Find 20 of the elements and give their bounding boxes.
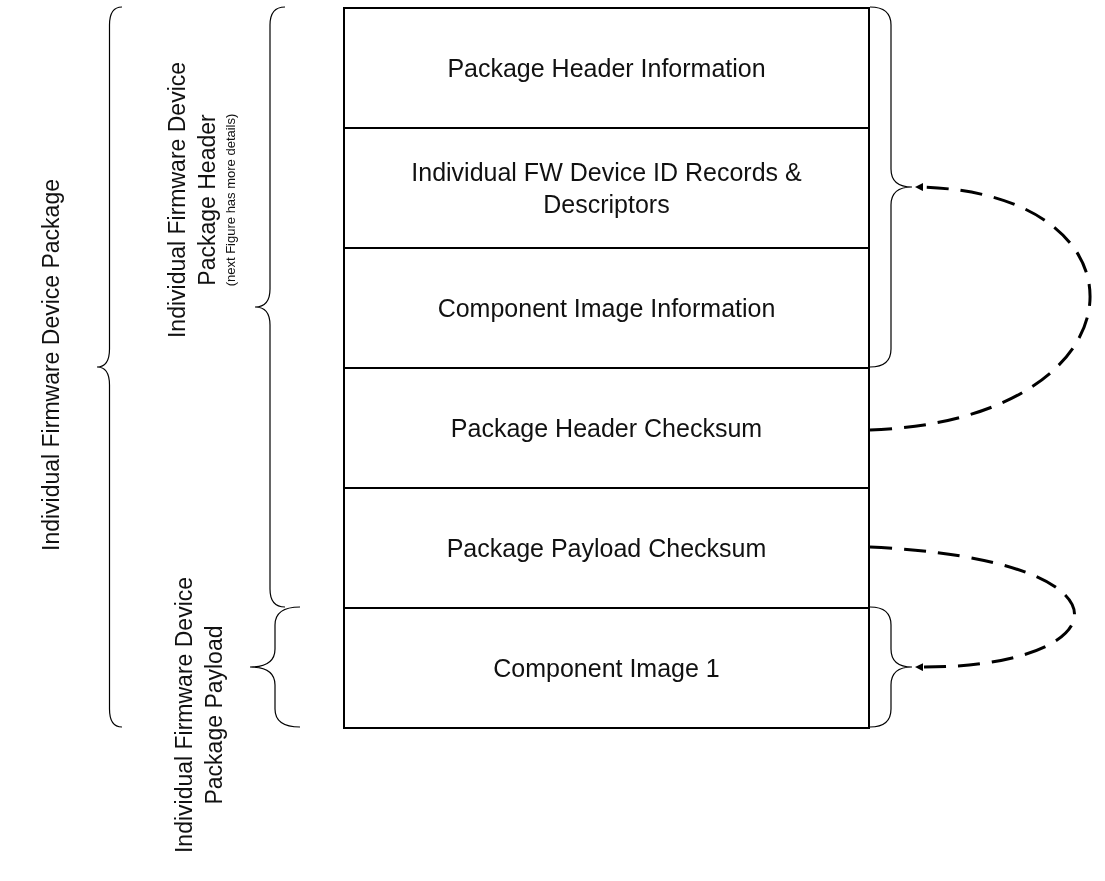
dashed-arrow xyxy=(869,545,1076,671)
bracket-note: (next Figure has more details) xyxy=(222,113,238,287)
bracket-label: Individual Firmware Device Package Payload xyxy=(170,575,228,856)
layer-box xyxy=(343,7,870,129)
curly-brace xyxy=(869,6,913,368)
layer-box xyxy=(343,127,870,249)
layer-label: Package Header Information xyxy=(447,52,766,84)
dashed-arrow xyxy=(869,183,1091,432)
layer-label: Component Image Information xyxy=(437,292,776,324)
layer-box xyxy=(343,487,870,609)
layer-box xyxy=(343,247,870,369)
layer-label: Package Header Checksum xyxy=(450,412,763,444)
curly-brace xyxy=(869,606,913,728)
layer-label: Package Payload Checksum xyxy=(446,532,767,564)
layer-box xyxy=(343,367,870,489)
bracket-label: Individual Firmware Device Package Header xyxy=(162,60,221,341)
layer-box xyxy=(343,607,870,729)
layer-label: Component Image 1 xyxy=(493,652,720,684)
bracket-label: Individual Firmware Device Package xyxy=(37,179,66,551)
layer-label: Individual FW Device ID Records & Descriptors xyxy=(410,156,803,220)
